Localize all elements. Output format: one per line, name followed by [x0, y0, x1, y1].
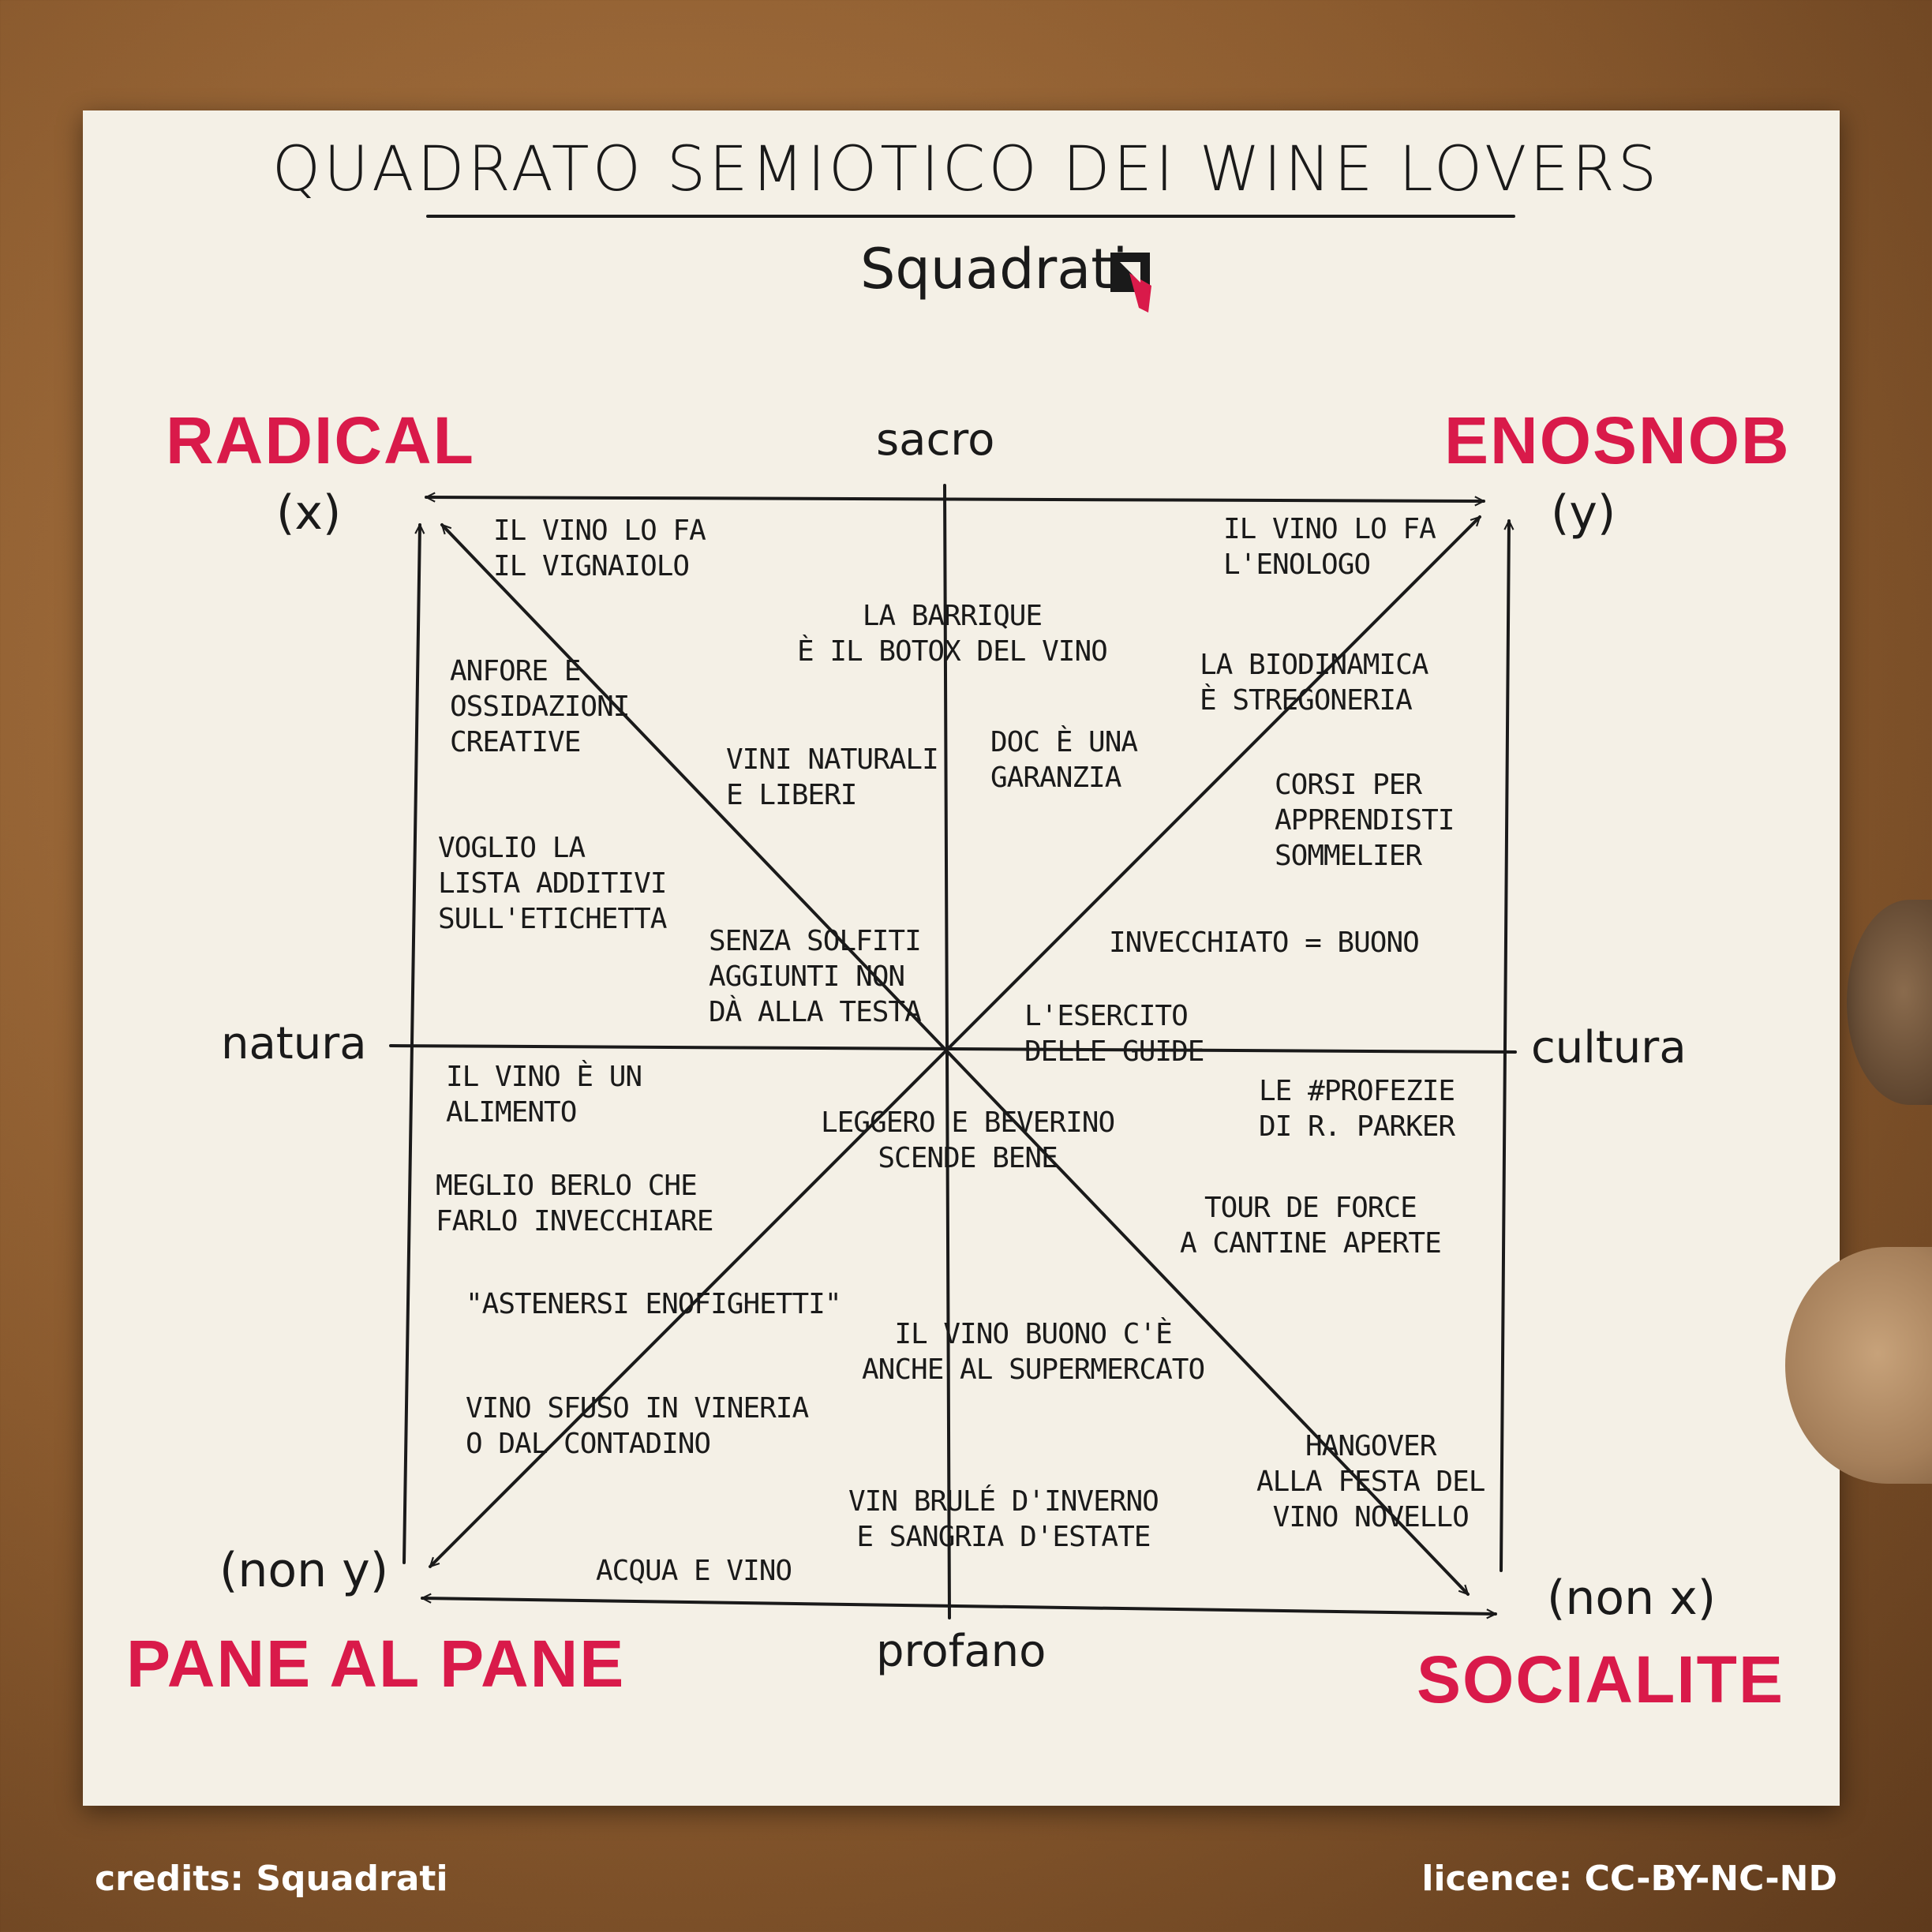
note-item: Tour de force a cantine aperte [1180, 1192, 1442, 1260]
implication-left [402, 523, 420, 1564]
note-item: Il vino lo fa il vignaiolo [493, 515, 706, 582]
note-item: Doc è una garanzia [990, 726, 1138, 794]
brand-logo-icon [1110, 253, 1151, 313]
note-item: Le #profezie di R. Parker [1259, 1075, 1455, 1143]
axis-horizontal [389, 1044, 1517, 1054]
note-item: Vini naturali e liberi [726, 743, 939, 811]
note-item: Corsi per apprendisti sommelier [1275, 769, 1455, 872]
note-item: La barrique è il botox del vino [797, 600, 1108, 668]
corner-symbol-non-x: (non x) [1547, 1571, 1717, 1626]
note-item: Vino sfuso in vineria o dal contadino [466, 1392, 809, 1460]
implication-right [1500, 519, 1509, 1572]
title-underline [426, 215, 1515, 218]
note-item: "Astenersi enofighetti" [466, 1288, 841, 1320]
note-item: Senza solfiti aggiunti non dà alla testa [709, 925, 922, 1028]
axis-label-right: cultura [1531, 1022, 1687, 1073]
contrary-bottom [421, 1598, 1497, 1614]
note-item: Hangover alla festa del vino novello [1256, 1430, 1485, 1533]
page-title: Quadrato semiotico dei wine lovers [271, 134, 1661, 205]
corner-label-radical: Radical [166, 403, 475, 477]
corner-label-pane-al-pane: Pane al pane [126, 1627, 626, 1701]
corner-label-socialite: Socialite [1417, 1642, 1785, 1717]
corner-symbol-x: (x) [276, 485, 342, 541]
axis-label-bottom: profano [876, 1626, 1046, 1677]
axis-label-top: sacro [876, 414, 995, 466]
corner-label-enosnob: Enosnob [1444, 403, 1791, 477]
note-item: Il vino lo fa l'enologo [1223, 513, 1436, 581]
note-item: Voglio la lista additivi sull'etichetta [438, 832, 667, 935]
credits-text: credits: Squadrati [95, 1859, 448, 1899]
note-item: Acqua e vino [596, 1555, 792, 1587]
contrary-top [425, 497, 1485, 501]
corner-symbol-y: (y) [1551, 485, 1616, 541]
contradiction-diagonal-2 [429, 515, 1481, 1568]
note-item: La biodinamica è stregoneria [1200, 649, 1428, 717]
axis-label-left: natura [221, 1018, 367, 1069]
note-item: L'esercito delle guide [1024, 1000, 1204, 1068]
note-item: Meglio berlo che farlo invecchiare [436, 1170, 713, 1237]
note-item: Leggero e beverino scende bene [821, 1106, 1115, 1174]
note-item: Il vino buono c'è anche al supermercato [862, 1318, 1205, 1386]
note-item: Invecchiato = buono [1109, 927, 1420, 959]
corner-symbol-non-y: (non y) [219, 1543, 389, 1598]
note-item: Il vino è un alimento [446, 1061, 642, 1129]
note-item: Anfore e ossidazioni creative [450, 655, 630, 758]
brand-name: Squadrati [860, 237, 1129, 301]
note-item: Vin brulé d'inverno e sangria d'estate [848, 1485, 1159, 1553]
licence-text: licence: CC-BY-NC-ND [1421, 1859, 1837, 1899]
